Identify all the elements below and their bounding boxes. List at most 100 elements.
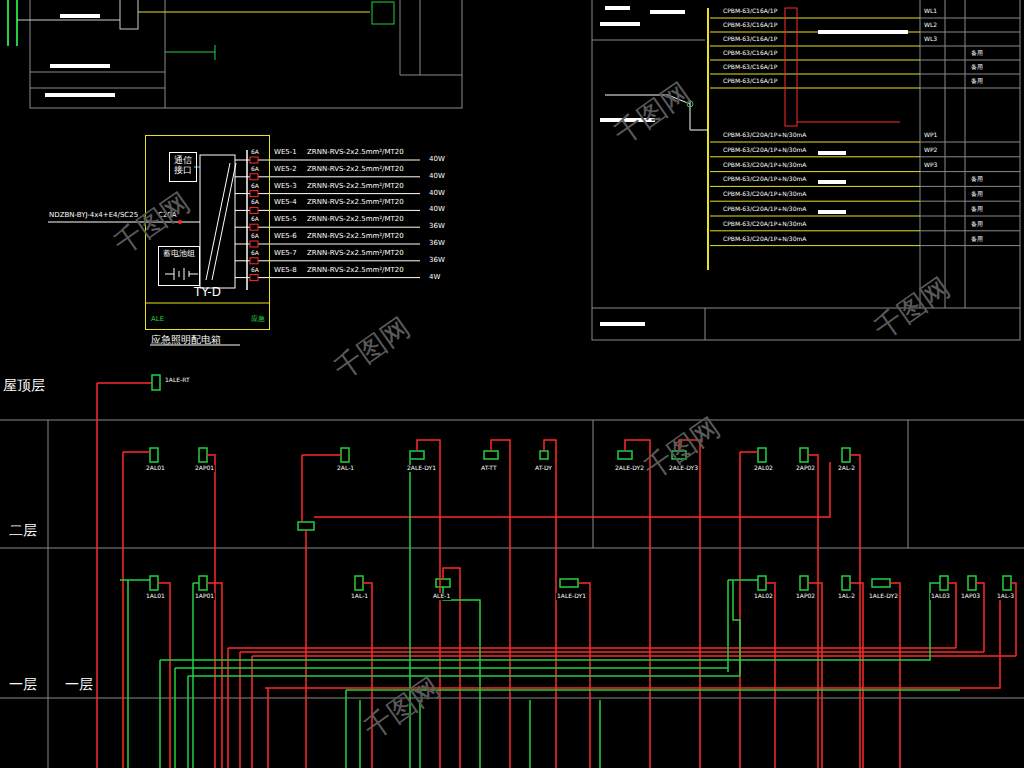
panel-id: 1AL01 bbox=[145, 593, 166, 600]
node-label: TY-D bbox=[146, 286, 269, 300]
breaker-spec: CPBM-63/C20A/1P+N/30mA bbox=[722, 162, 807, 169]
panel-id: 2AP01 bbox=[194, 465, 215, 472]
breaker-spec: CPBM-63/C16A/1P bbox=[722, 36, 778, 43]
panel-id: AT-DY bbox=[534, 465, 553, 472]
breaker-spec: CPBM-63/C20A/1P+N/30mA bbox=[722, 176, 807, 183]
spare-note: 备用 bbox=[970, 176, 984, 183]
watermark: 千图网 bbox=[357, 669, 448, 748]
panel-id: 2AP02 bbox=[795, 465, 816, 472]
cable-spec: ZRNN-RVS-2x2.5mm²/MT20 bbox=[306, 216, 405, 224]
circuit-number: WP1 bbox=[923, 132, 938, 139]
panel-id: 1AL-3 bbox=[996, 593, 1015, 600]
breaker-rating: 6A bbox=[250, 149, 260, 156]
panel-id: 2AL01 bbox=[145, 465, 166, 472]
breaker-rating: 6A bbox=[250, 250, 260, 257]
circuit-number: WE5-8 bbox=[273, 267, 298, 275]
load-rating: 4W bbox=[428, 274, 441, 282]
breaker-spec: CPBM-63/C20A/1P+N/30mA bbox=[722, 132, 807, 139]
breaker-rating: 6A bbox=[250, 166, 260, 173]
spare-note: 备用 bbox=[970, 221, 984, 228]
panel-id: ALE-1 bbox=[432, 593, 451, 600]
circuit-number: WP2 bbox=[923, 147, 938, 154]
circuit-number: WE5-7 bbox=[273, 250, 298, 258]
floor-label: 一层 bbox=[64, 677, 94, 692]
panel-id: 2AL-1 bbox=[336, 465, 355, 472]
circuit-number: WE5-5 bbox=[273, 216, 298, 224]
watermark: 千图网 bbox=[637, 409, 728, 488]
cable-spec: ZRNN-RVS-2x2.5mm²/MT20 bbox=[306, 199, 405, 207]
breaker-spec: CPBM-63/C16A/1P bbox=[722, 64, 778, 71]
circuit-number: WE5-3 bbox=[273, 183, 298, 191]
panel-id: 1ALE-DY1 bbox=[556, 593, 587, 600]
breaker-rating: 6A bbox=[250, 233, 260, 240]
panel-id: 2ALE-DY2 bbox=[614, 465, 645, 472]
load-rating: 36W bbox=[428, 223, 446, 231]
panel-id: 1AL-2 bbox=[837, 593, 856, 600]
cable-spec: ZRNN-RVS-2x2.5mm²/MT20 bbox=[306, 233, 405, 241]
circuit-number: WL1 bbox=[923, 8, 938, 15]
cable-spec: ZRNN-RVS-2x2.5mm²/MT20 bbox=[306, 250, 405, 258]
panel-id: 1AL02 bbox=[753, 593, 774, 600]
panel-id: 1ALE-DY2 bbox=[868, 593, 899, 600]
breaker-spec: CPBM-63/C20A/1P+N/30mA bbox=[722, 221, 807, 228]
spare-note: 备用 bbox=[970, 191, 984, 198]
panel-id: 1AP02 bbox=[795, 593, 816, 600]
cable-spec: ZRNN-RVS-2x2.5mm²/MT20 bbox=[306, 149, 405, 157]
load-rating: 36W bbox=[428, 240, 446, 248]
panel-id: 1AL03 bbox=[930, 593, 951, 600]
node-label: 蓄电池组 bbox=[162, 249, 196, 258]
floor-label: 二层 bbox=[8, 523, 38, 538]
battery-box: 蓄电池组 bbox=[158, 246, 200, 286]
load-rating: 40W bbox=[428, 173, 446, 181]
floor-label: 一层 bbox=[8, 677, 38, 692]
panel-id: 1AL-1 bbox=[350, 593, 369, 600]
watermark: 千图网 bbox=[327, 309, 418, 388]
breaker-rating: 6A bbox=[250, 216, 260, 223]
watermark: 千图网 bbox=[607, 74, 698, 153]
circuit-number: WP3 bbox=[923, 162, 938, 169]
panel-tag: 应急 bbox=[250, 316, 266, 324]
load-rating: 40W bbox=[428, 156, 446, 164]
circuit-number: WE5-1 bbox=[273, 149, 298, 157]
panel-id: 2AL-2 bbox=[837, 465, 856, 472]
breaker-spec: CPBM-63/C16A/1P bbox=[722, 8, 778, 15]
cable-spec: ZRNN-RVS-2x2.5mm²/MT20 bbox=[306, 166, 405, 174]
panel-id: 1ALE-RT bbox=[164, 377, 191, 384]
watermark: 千图网 bbox=[867, 269, 958, 348]
panel-id: 2AL02 bbox=[753, 465, 774, 472]
breaker-spec: CPBM-63/C20A/1P+N/30mA bbox=[722, 236, 807, 243]
comm-interface-box: 通信接口 bbox=[169, 152, 197, 182]
cable-spec: ZRNN-RVS-2x2.5mm²/MT20 bbox=[306, 183, 405, 191]
breaker-spec: CPBM-63/C16A/1P bbox=[722, 22, 778, 29]
panel-tag: ALE bbox=[150, 316, 165, 324]
load-rating: 36W bbox=[428, 257, 446, 265]
circuit-number: WL3 bbox=[923, 36, 938, 43]
breaker-rating: 6A bbox=[250, 267, 260, 274]
load-rating: 40W bbox=[428, 190, 446, 198]
breaker-spec: CPBM-63/C20A/1P+N/30mA bbox=[722, 191, 807, 198]
spare-note: 备用 bbox=[970, 50, 984, 57]
spare-note: 备用 bbox=[970, 236, 984, 243]
breaker-rating: 6A bbox=[250, 199, 260, 206]
breaker-spec: CPBM-63/C16A/1P bbox=[722, 78, 778, 85]
panel-id: AT-TT bbox=[480, 465, 498, 472]
spare-note: 备用 bbox=[970, 206, 984, 213]
node-label: 通信接口 bbox=[174, 155, 192, 176]
circuit-number: WL2 bbox=[923, 22, 938, 29]
breaker-spec: CPBM-63/C16A/1P bbox=[722, 50, 778, 57]
circuit-number: WE5-2 bbox=[273, 166, 298, 174]
floor-label: 屋顶层 bbox=[2, 378, 46, 393]
panel-id: 1AP01 bbox=[194, 593, 215, 600]
spare-note: 备用 bbox=[970, 78, 984, 85]
load-rating: 40W bbox=[428, 206, 446, 214]
circuit-number: WE5-4 bbox=[273, 199, 298, 207]
breaker-spec: CPBM-63/C20A/1P+N/30mA bbox=[722, 147, 807, 154]
panel-id: 1AP03 bbox=[960, 593, 981, 600]
breaker-spec: CPBM-63/C20A/1P+N/30mA bbox=[722, 206, 807, 213]
breaker-rating: 6A bbox=[250, 183, 260, 190]
spare-note: 备用 bbox=[970, 64, 984, 71]
node-caption: 应急照明配电箱 bbox=[151, 334, 221, 346]
cable-spec: ZRNN-RVS-2x2.5mm²/MT20 bbox=[306, 267, 405, 275]
panel-id: 2ALE-DY1 bbox=[406, 465, 437, 472]
